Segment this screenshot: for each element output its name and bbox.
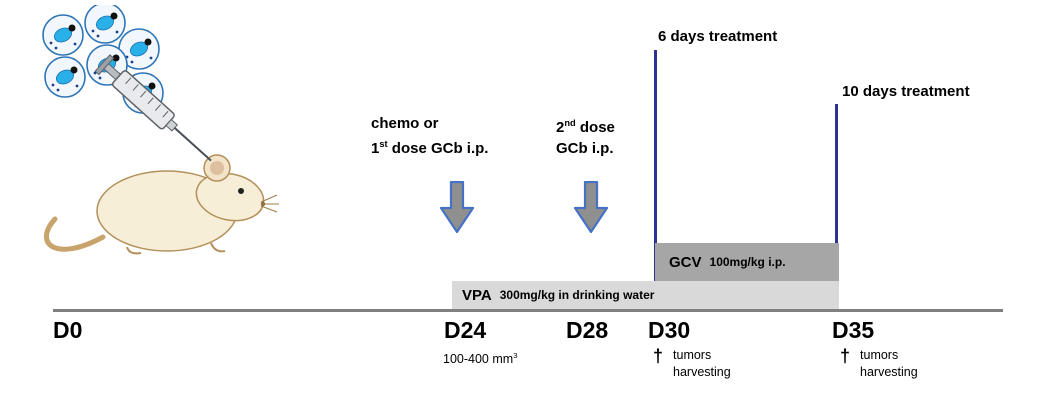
dagger-icon: †: [840, 346, 851, 366]
harvest-note-d30: † tumors harvesting: [653, 347, 731, 381]
vpa-treatment-bar: VPA 300mg/kg in drinking water: [452, 281, 839, 309]
second-dose-line1: 2nd dose: [556, 118, 615, 136]
second-dose-line2: GCb i.p.: [556, 140, 614, 157]
six-days-treatment-label: 6 days treatment: [658, 28, 778, 45]
vpa-bar-name: VPA: [462, 286, 492, 304]
down-arrow-icon: [440, 181, 474, 233]
syringe-icon: [94, 54, 212, 162]
tumor-volume-note: 100-400 mm3: [443, 351, 518, 367]
mouse-icon: [43, 154, 279, 255]
first-dose-label: chemo or 1st dose GCb i.p.: [371, 113, 488, 159]
d30-marker-line: [654, 50, 657, 310]
gcv-bar-name: GCV: [669, 253, 702, 271]
harvest-text: tumors harvesting: [860, 348, 918, 379]
second-dose-label: 2nd dose GCb i.p.: [556, 113, 615, 159]
gcv-treatment-bar: GCV 100mg/kg i.p.: [655, 243, 839, 281]
gcv-bar-detail: 100mg/kg i.p.: [709, 255, 786, 269]
day-label-d30: D30: [648, 317, 691, 343]
harvest-text: tumors harvesting: [673, 348, 731, 379]
day-label-d24: D24: [444, 317, 487, 343]
down-arrow-icon: [574, 181, 608, 233]
d35-marker-line: [835, 104, 838, 310]
day-label-d35: D35: [832, 317, 875, 343]
dagger-icon: †: [653, 346, 664, 366]
day-label-d28: D28: [566, 317, 609, 343]
first-dose-line2: 1st dose GCb i.p.: [371, 139, 489, 157]
day-label-d0: D0: [53, 317, 83, 343]
ten-days-treatment-label: 10 days treatment: [842, 83, 970, 100]
harvest-note-d35: † tumors harvesting: [840, 347, 918, 381]
mouse-injection-illustration: [42, 5, 279, 255]
vpa-bar-detail: 300mg/kg in drinking water: [499, 288, 655, 302]
timeline-axis: [53, 309, 1003, 312]
first-dose-line1: chemo or: [371, 115, 439, 132]
